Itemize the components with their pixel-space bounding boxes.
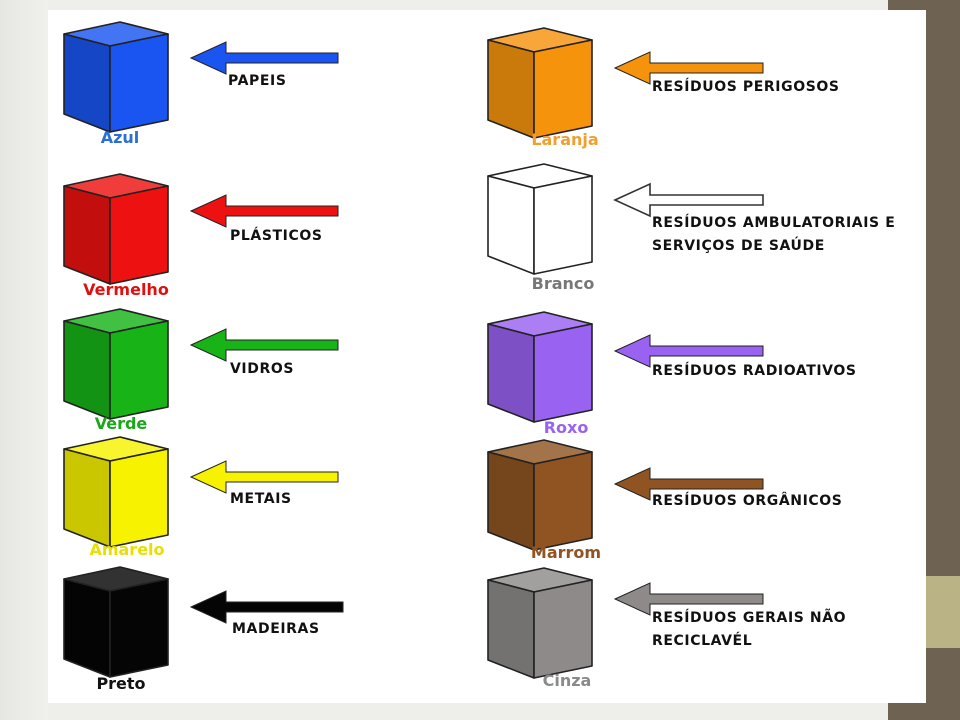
bin-category-text: METAIS — [230, 488, 292, 511]
cube-side-face — [487, 175, 535, 275]
bin-category-line: PLÁSTICOS — [230, 228, 323, 244]
bin-category-text: RESÍDUOS AMBULATORIAIS E SERVIÇOS DE SAÚD… — [652, 212, 895, 258]
bin-category-line: RESÍDUOS ORGÂNICOS — [652, 493, 843, 509]
bin-category-text: RESÍDUOS RADIOATIVOS — [652, 360, 857, 383]
azul-bin-cube — [63, 21, 169, 133]
arrow-left-icon — [189, 590, 344, 624]
cube-front-face — [533, 579, 593, 679]
bin-color-label: Roxo — [543, 418, 589, 437]
arrow-left-icon — [189, 194, 339, 228]
bin-category-text: PAPEIS — [228, 70, 287, 93]
bin-category-line: SERVIÇOS DE SAÚDE — [652, 238, 825, 254]
bin-category-text: PLÁSTICOS — [230, 225, 323, 248]
bin-category-text: RESÍDUOS GERAIS NÃO RECICLAVÉL — [652, 607, 846, 653]
cube-side-face — [487, 39, 535, 139]
cube-front-face — [109, 33, 169, 133]
bin-category-text: RESÍDUOS ORGÂNICOS — [652, 490, 842, 513]
bin-color-label: Amarelo — [89, 540, 165, 559]
bin-category-line: RESÍDUOS RADIOATIVOS — [652, 363, 857, 379]
cube-side-face — [487, 451, 535, 551]
cube-side-face — [63, 578, 111, 678]
bin-category-line: RECICLAVÉL — [652, 633, 753, 649]
cube-front-face — [533, 451, 593, 551]
bin-color-label: Branco — [531, 274, 595, 293]
cinza-bin-cube — [487, 567, 593, 679]
bin-color-label: Vermelho — [83, 280, 169, 299]
arrow-left-icon — [613, 51, 764, 85]
cube-side-face — [63, 320, 111, 420]
background-left — [0, 0, 48, 720]
cube-side-face — [63, 185, 111, 285]
marrom-bin-cube — [487, 439, 593, 551]
cube-front-face — [533, 175, 593, 275]
bin-category-line: MADEIRAS — [232, 621, 320, 637]
recycling-colors-slide: Azul PAPEIS Vermelho PLÁSTICOS Verde VIDROS Am… — [48, 10, 926, 703]
bin-category-text: RESÍDUOS PERIGOSOS — [652, 76, 840, 99]
cube-side-face — [487, 579, 535, 679]
bin-category-text: MADEIRAS — [232, 618, 320, 641]
laranja-bin-cube — [487, 27, 593, 139]
bin-color-label: Laranja — [531, 130, 599, 149]
bin-color-label: Preto — [96, 674, 146, 693]
cube-front-face — [109, 320, 169, 420]
arrow-left-icon — [189, 328, 339, 362]
arrow-left-icon — [613, 467, 764, 501]
bin-color-label: Marrom — [530, 543, 602, 562]
amarelo-bin-cube — [63, 436, 169, 548]
arrow-left-icon — [189, 41, 339, 75]
bin-category-line: RESÍDUOS PERIGOSOS — [652, 79, 840, 95]
bin-category-line: PAPEIS — [228, 73, 287, 89]
cube-side-face — [63, 448, 111, 548]
cube-side-face — [63, 33, 111, 133]
preto-bin-cube — [63, 566, 169, 678]
cube-front-face — [109, 448, 169, 548]
bin-color-label: Verde — [94, 414, 148, 433]
cube-front-face — [109, 578, 169, 678]
background-right-tab — [926, 576, 960, 648]
vermelho-bin-cube — [63, 173, 169, 285]
bin-color-label: Azul — [100, 128, 140, 147]
bin-color-label: Cinza — [542, 671, 592, 690]
bin-category-line: VIDROS — [230, 361, 295, 377]
arrow-left-icon — [189, 460, 339, 494]
arrow-left-icon — [613, 182, 764, 218]
cube-front-face — [533, 323, 593, 423]
bin-category-line: RESÍDUOS AMBULATORIAIS E — [652, 215, 896, 231]
bin-category-text: VIDROS — [230, 358, 294, 381]
arrow-left-icon — [613, 334, 764, 368]
cube-front-face — [109, 185, 169, 285]
verde-bin-cube — [63, 308, 169, 420]
roxo-bin-cube — [487, 311, 593, 423]
cube-side-face — [487, 323, 535, 423]
bin-category-line: RESÍDUOS GERAIS NÃO — [652, 610, 847, 626]
branco-bin-cube — [487, 163, 593, 275]
arrow-left-icon — [613, 582, 764, 616]
bin-category-line: METAIS — [230, 491, 292, 507]
cube-front-face — [533, 39, 593, 139]
